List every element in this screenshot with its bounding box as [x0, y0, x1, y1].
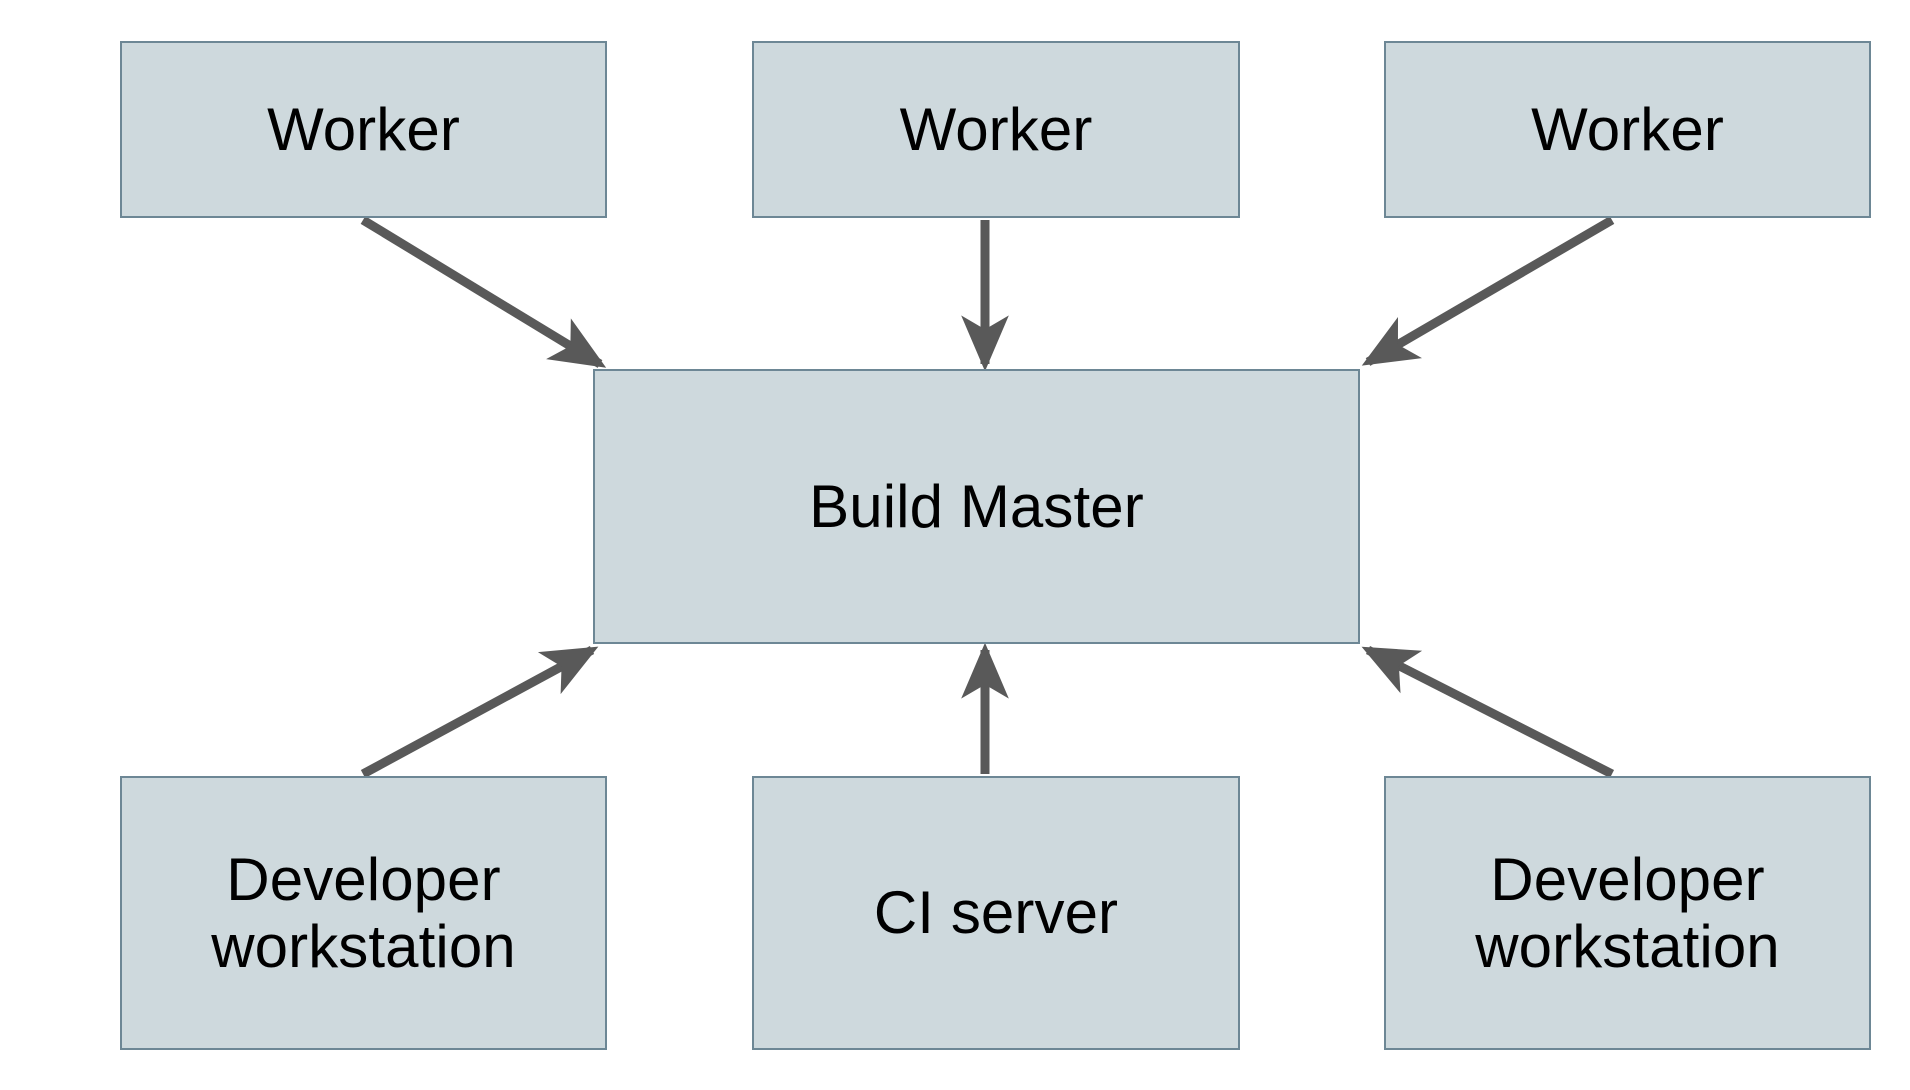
node-worker-3[interactable]: Worker — [1384, 41, 1871, 218]
node-worker-3-label: Worker — [1531, 95, 1724, 163]
node-ci-server-label: CI server — [873, 879, 1119, 947]
edge-devright-to-master — [1361, 645, 1615, 779]
edge-devleft-to-master — [360, 646, 599, 778]
node-build-master-label: Build Master — [809, 472, 1144, 540]
node-developer-workstation-right[interactable]: Developer workstation — [1384, 776, 1871, 1050]
node-worker-2[interactable]: Worker — [752, 41, 1240, 218]
node-worker-2-label: Worker — [899, 95, 1093, 163]
node-worker-1[interactable]: Worker — [120, 41, 607, 218]
edge-worker3-to-master — [1361, 216, 1615, 366]
node-ci-server[interactable]: CI server — [752, 776, 1240, 1050]
node-developer-workstation-left[interactable]: Developer workstation — [120, 776, 607, 1050]
node-build-master[interactable]: Build Master — [593, 369, 1360, 644]
node-developer-workstation-right-label: Developer workstation — [1475, 845, 1780, 980]
node-worker-1-label: Worker — [267, 95, 460, 163]
edge-worker1-to-master — [360, 216, 607, 368]
node-developer-workstation-left-label: Developer workstation — [211, 845, 516, 980]
